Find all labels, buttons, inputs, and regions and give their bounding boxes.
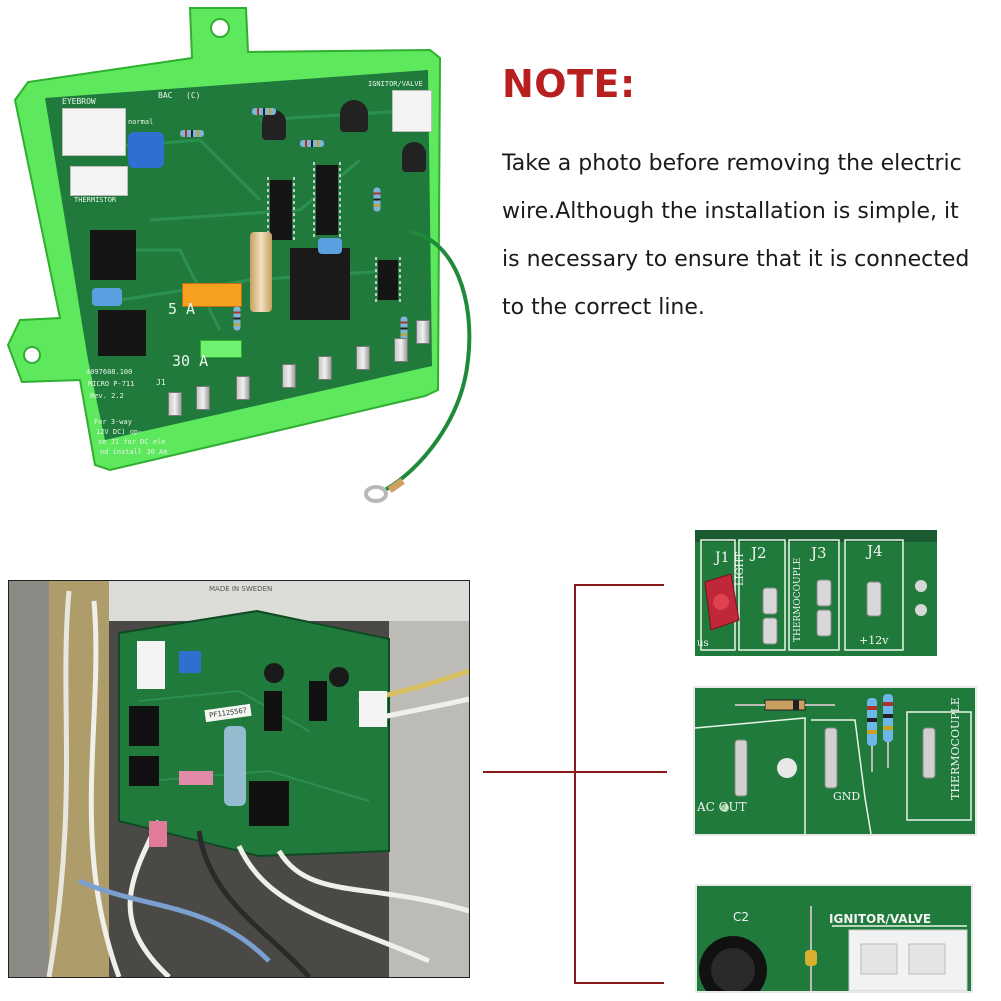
inset-ac-drawing bbox=[695, 688, 975, 834]
silk-instr-1: For 3-way bbox=[94, 418, 132, 426]
inset-label-ignitor-valve: IGNITOR/VALVE bbox=[829, 912, 932, 926]
resistor bbox=[180, 130, 204, 137]
capacitor-2 bbox=[340, 100, 368, 132]
inset-label-gnd: GND bbox=[833, 790, 861, 803]
silk-eyebrow: EYEBROW bbox=[62, 97, 96, 106]
silk-fuse-30a: 30 A bbox=[172, 352, 209, 370]
eyebrow-connector bbox=[62, 108, 126, 156]
silk-model: MICRO P-711 bbox=[88, 380, 135, 388]
control-board-photo: EYEBROW BAC (C) IGNITOR/VALVE THERMISTOR… bbox=[0, 0, 490, 510]
spade-terminal bbox=[356, 346, 370, 370]
fuse-orange-5a bbox=[182, 283, 242, 307]
inset-label-12v: +12v bbox=[859, 634, 889, 647]
spade-terminal bbox=[416, 320, 430, 344]
inset-label-j4: J4 bbox=[867, 542, 883, 560]
blue-capacitor-2 bbox=[318, 238, 342, 254]
thermistor-connector bbox=[70, 166, 128, 196]
spade-terminal bbox=[318, 356, 332, 380]
ic-chip-2 bbox=[313, 162, 341, 238]
ignitor-connector bbox=[392, 90, 432, 132]
silk-instr-2: 12V DC) op- bbox=[96, 428, 143, 436]
inset-label-thermocouple-v: THERMOCOUPLE bbox=[949, 697, 962, 800]
resistor bbox=[252, 108, 276, 115]
relay-left-top bbox=[90, 230, 136, 280]
inset-label-ac-out: AC OUT bbox=[697, 800, 747, 814]
inset-label-j2: J2 bbox=[751, 544, 767, 562]
silk-bac: BAC bbox=[158, 91, 173, 100]
inset-label-us: us bbox=[697, 638, 709, 649]
silk-rev: Rev. 2.2 bbox=[90, 392, 124, 400]
spade-terminal bbox=[394, 338, 408, 362]
capacitor-3 bbox=[402, 142, 426, 172]
connector-line-vertical bbox=[574, 584, 576, 984]
spade-terminal bbox=[282, 364, 296, 388]
installed-top-text: MADE IN SWEDEN bbox=[209, 585, 273, 593]
fuse-green-30a bbox=[200, 340, 242, 358]
silk-instr-4: nd install 30 Am bbox=[100, 448, 168, 456]
installed-scene-drawing bbox=[9, 581, 469, 977]
inset-ac-out-gnd: AC OUT GND THERMOCOUPLE bbox=[693, 686, 977, 836]
note-line-4: to the correct line. bbox=[502, 295, 705, 320]
silk-normal: normal bbox=[128, 118, 154, 126]
inset-label-j1: J1 bbox=[715, 550, 730, 566]
board-case-drawing bbox=[6, 7, 472, 503]
inset-label-thermocouple: THERMOCOUPLE bbox=[793, 557, 803, 642]
note-body: Take a photo before removing the electri… bbox=[502, 140, 1001, 332]
installed-board-photo: PF1125567 MADE IN SWEDEN bbox=[8, 580, 470, 978]
note-line-1: Take a photo before removing the electri… bbox=[502, 151, 962, 176]
inset-ignitor-valve: C2 IGNITOR/VALVE bbox=[695, 884, 973, 993]
spade-terminal bbox=[168, 392, 182, 416]
inset-label-j3: J3 bbox=[811, 544, 827, 562]
glass-fuse bbox=[250, 232, 272, 312]
silk-thermistor: THERMISTOR bbox=[74, 196, 117, 204]
inset-label-light: LIGHT bbox=[735, 552, 746, 586]
capacitor-1 bbox=[262, 110, 286, 140]
silk-fuse-5a: 5 A bbox=[168, 300, 196, 318]
resistor bbox=[300, 140, 324, 147]
resistor bbox=[400, 316, 408, 341]
note-line-2: wire.Although the installation is simple… bbox=[502, 199, 959, 224]
silk-c: (C) bbox=[186, 91, 201, 100]
relay-left-bottom bbox=[98, 310, 146, 356]
inset-ignitor-drawing bbox=[697, 886, 971, 991]
inset-label-c2: C2 bbox=[733, 910, 750, 924]
blue-capacitor-1 bbox=[92, 288, 122, 306]
inset-j-drawing bbox=[695, 530, 937, 656]
note-title: NOTE: bbox=[502, 62, 636, 106]
ic-chip-3 bbox=[375, 257, 401, 303]
connector-line-top bbox=[574, 584, 664, 586]
trimmer-pot bbox=[128, 132, 164, 168]
silk-instr-3: se J1 for DC ele bbox=[98, 438, 166, 446]
resistor bbox=[233, 306, 241, 331]
silk-part-number: 4097608.100 bbox=[86, 368, 133, 376]
silk-ignitor-valve: IGNITOR/VALVE bbox=[368, 80, 423, 88]
inset-connectors-j1-j4: J1 J2 J3 J4 LIGHT THERMOCOUPLE +12v us bbox=[695, 530, 937, 656]
relay-large bbox=[290, 248, 350, 320]
connector-line-bottom bbox=[574, 982, 664, 984]
spade-terminal bbox=[196, 386, 210, 410]
resistor bbox=[373, 187, 381, 212]
spade-terminal bbox=[236, 376, 250, 400]
note-line-3: is necessary to ensure that it is connec… bbox=[502, 247, 970, 272]
silk-j1: J1 bbox=[156, 378, 166, 387]
ic-chip-1 bbox=[267, 177, 295, 243]
